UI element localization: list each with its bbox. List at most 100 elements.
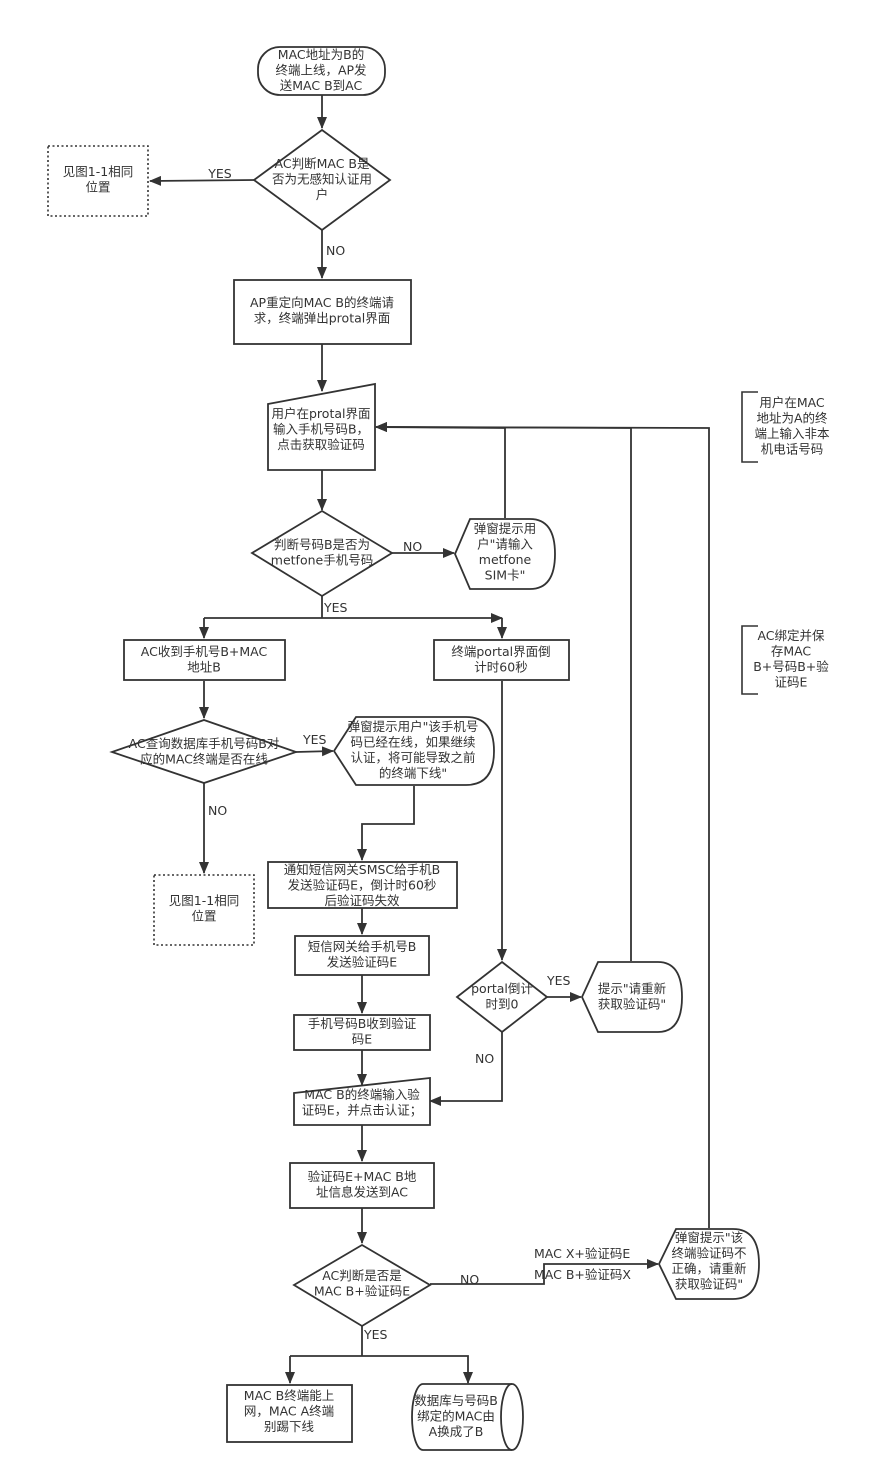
notify-smsc-text-line: 通知短信网关SMSC给手机B <box>284 862 440 877</box>
edge-sim-back <box>375 422 506 518</box>
check-online-text-line: 应的MAC终端是否在线 <box>140 752 268 767</box>
notify-smsc-text-line: 发送验证码E，倒计时60秒 <box>288 878 437 893</box>
edge-labels: YES NO NO YES YES NO YES NO NO YES MAC X… <box>207 166 631 1342</box>
popup-wrong-display: 弹窗提示"该终端验证码不正确，请重新获取验证码" <box>657 1228 760 1300</box>
label-no-pair: NO <box>460 1272 479 1287</box>
popup-online-text-line: 弹窗提示用户"该手机号 <box>348 719 479 734</box>
check-noninductive-text-line: AC判断MAC B是 <box>275 156 370 171</box>
check-noninductive-text-line: 否为无感知认证用 <box>272 172 372 187</box>
redirect-process: AP重定向MAC B的终端请求，终端弹出protal界面 <box>233 279 412 345</box>
prompt-reget-text-line: 提示"请重新 <box>598 981 666 996</box>
send-to-ac-text-line: 验证码E+MAC B地 <box>308 1169 417 1184</box>
start-terminator: MAC地址为B的终端上线，AP发送MAC B到AC <box>257 46 386 96</box>
prompt-reget-text: 提示"请重新获取验证码" <box>598 981 666 1012</box>
send-to-ac-process: 验证码E+MAC B地址信息发送到AC <box>289 1162 435 1209</box>
start-text-line: 送MAC B到AC <box>280 78 363 93</box>
check-timeout-text-line: portal倒计 <box>471 981 533 996</box>
see-fig-top-box: 见图1-1相同位置 <box>47 145 149 217</box>
popup-online-text-line: 码已经在线，如果继续 <box>350 735 475 750</box>
redirect-text-line: AP重定向MAC B的终端请 <box>250 295 394 310</box>
see-fig-top-text-line: 位置 <box>85 180 110 195</box>
start-text-line: MAC地址为B的 <box>278 47 364 62</box>
prompt-reget-text-line: 获取验证码" <box>598 997 666 1012</box>
edge-to-db-update <box>290 1355 473 1384</box>
popup-online-text: 弹窗提示用户"该手机号码已经在线，如果继续认证，将可能导致之前的终端下线" <box>348 719 479 781</box>
see-fig-top-text: 见图1-1相同位置 <box>63 164 133 195</box>
send-to-ac-text-line: 址信息发送到AC <box>316 1185 408 1200</box>
countdown-process: 终端portal界面倒计时60秒 <box>433 639 570 681</box>
countdown-text: 终端portal界面倒计时60秒 <box>451 644 550 675</box>
label-yes-timeout: YES <box>546 973 571 988</box>
label-yes-online: YES <box>302 732 327 747</box>
ac-receive-text-line: 地址B <box>187 660 221 675</box>
edge-online-yes <box>295 746 334 757</box>
note-ac-bind-text-line: B+号码B+验 <box>753 659 829 674</box>
mac-online-text-line: 别踢下线 <box>264 1419 315 1434</box>
popup-online-display: 弹窗提示用户"该手机号码已经在线，如果继续认证，将可能导致之前的终端下线" <box>332 716 495 786</box>
check-pair-text-line: AC判断是否是 <box>322 1268 402 1283</box>
check-noninductive-text: AC判断MAC B是否为无感知认证用户 <box>272 156 372 202</box>
gateway-send-text-line: 发送验证码E <box>327 955 398 970</box>
input-code-manual-input: MAC B的终端输入验证码E，并点击认证； <box>293 1076 431 1126</box>
label-no-online: NO <box>208 803 227 818</box>
popup-wrong-text-line: 终端验证码不 <box>671 1246 746 1261</box>
check-timeout-text: portal倒计时到0 <box>471 981 533 1012</box>
note-ac-bind-text-line: 证码E <box>775 675 808 690</box>
popup-wrong-text-line: 获取验证码" <box>675 1277 743 1292</box>
start-text: MAC地址为B的终端上线，AP发送MAC B到AC <box>275 47 367 93</box>
phone-receive-process: 手机号码B收到验证码E <box>293 1014 431 1051</box>
edge-check-yes <box>149 175 256 186</box>
phone-receive-text-line: 码E <box>352 1032 373 1047</box>
input-phone-text: 用户在protal界面输入手机号码B，点击获取验证码 <box>272 406 371 452</box>
redirect-text: AP重定向MAC B的终端请求，终端弹出protal界面 <box>250 295 394 326</box>
check-pair-text-line: MAC B+验证码E <box>314 1284 410 1299</box>
countdown-text-line: 终端portal界面倒 <box>451 644 550 659</box>
edge-popup-to-smsc <box>357 786 415 861</box>
mac-online-text: MAC B终端能上网，MAC A终端别踢下线 <box>244 1388 334 1434</box>
edge-pair-no <box>430 1259 659 1285</box>
see-fig-bottom-text-line: 见图1-1相同 <box>169 893 239 908</box>
check-online-decision: AC查询数据库手机号码B对应的MAC终端是否在线 <box>109 719 299 784</box>
input-phone-text-line: 点击获取验证码 <box>277 437 365 452</box>
label-wrong-pair-2: MAC B+验证码X <box>534 1267 631 1282</box>
popup-wrong-text-line: 弹窗提示"该 <box>675 1230 743 1245</box>
popup-sim-text-line: SIM卡" <box>485 568 526 583</box>
input-code-text-line: 证码E，并点击认证； <box>302 1103 422 1118</box>
edge-timeout-no <box>429 1032 503 1106</box>
popup-sim-text-line: 弹窗提示用 <box>474 521 537 536</box>
popup-online-text-line: 的终端下线" <box>379 766 447 781</box>
popup-sim-text-line: 户"请输入 <box>477 537 533 552</box>
check-metfone-text-line: metfone手机号码 <box>271 553 373 568</box>
phone-receive-text-line: 手机号码B收到验证 <box>308 1016 417 1031</box>
input-code-text-line: MAC B的终端输入验 <box>304 1087 420 1102</box>
note-non-local-number-text-line: 用户在MAC <box>759 395 825 410</box>
input-phone-text-line: 用户在protal界面 <box>272 406 371 421</box>
input-code-text: MAC B的终端输入验证码E，并点击认证； <box>302 1087 422 1118</box>
prompt-reget-display: 提示"请重新获取验证码" <box>581 961 683 1033</box>
note-ac-bind-text-line: 存MAC <box>771 644 812 659</box>
phone-receive-text: 手机号码B收到验证码E <box>308 1016 417 1047</box>
label-yes-check: YES <box>207 166 232 181</box>
label-no-check: NO <box>326 243 345 258</box>
label-yes-metfone: YES <box>323 600 348 615</box>
gateway-send-text-line: 短信网关给手机号B <box>308 939 417 954</box>
input-phone-text-line: 输入手机号码B， <box>273 422 369 437</box>
db-update-text-line: 数据库与号码B <box>414 1393 498 1408</box>
edges <box>149 95 710 1384</box>
check-timeout-text-line: 时到0 <box>486 997 519 1012</box>
